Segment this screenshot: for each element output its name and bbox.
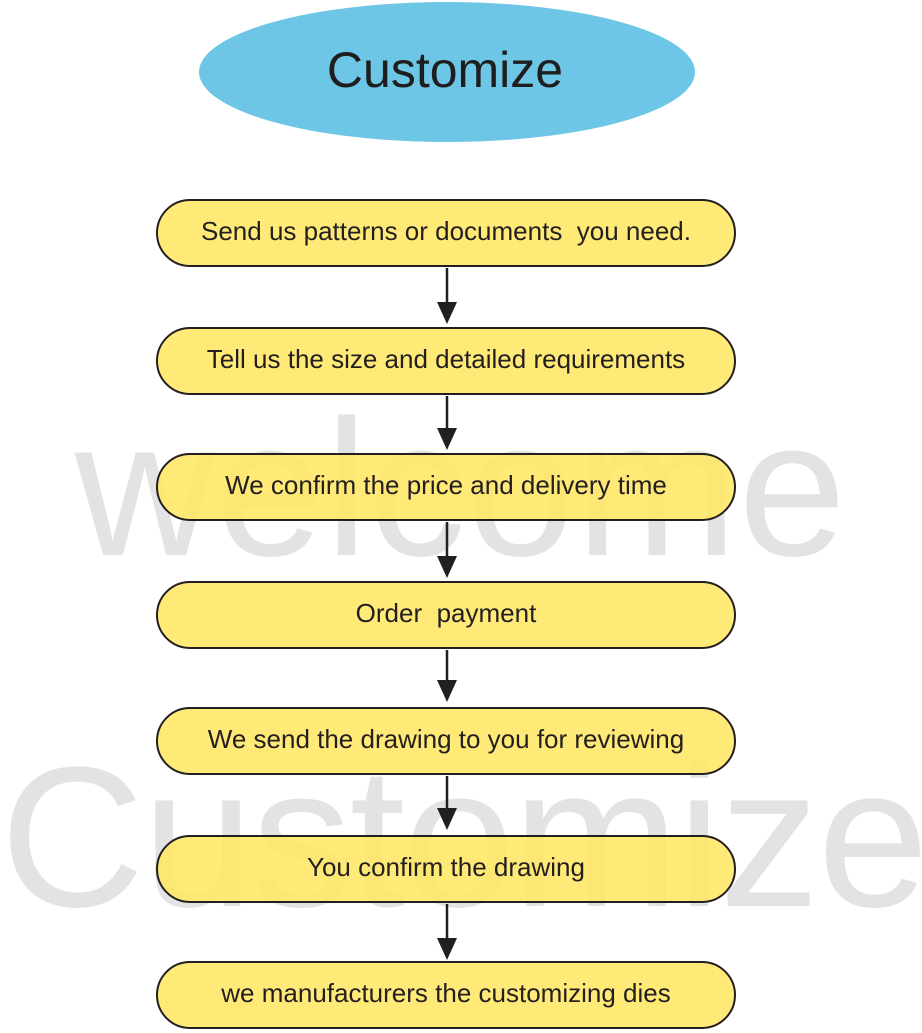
arrow-4 xyxy=(437,650,457,702)
page-title: Customize xyxy=(326,42,564,98)
arrow-3 xyxy=(437,522,457,578)
step-label: We send the drawing to you for reviewing xyxy=(207,723,685,754)
step-label: You confirm the drawing xyxy=(307,851,585,882)
step-label: Send us patterns or documents you need. xyxy=(201,215,691,246)
step-label: We confirm the price and delivery time xyxy=(225,469,667,500)
arrow-6 xyxy=(437,904,457,960)
step-send-drawing: We send the drawing to you for reviewing xyxy=(156,707,736,775)
arrow-2 xyxy=(437,396,457,450)
step-confirm-price: We confirm the price and delivery time xyxy=(156,453,736,521)
step-label: Order payment xyxy=(355,597,537,628)
title-ellipse: Customize xyxy=(199,2,695,142)
arrow-5 xyxy=(437,776,457,830)
step-label: Tell us the size and detailed requiremen… xyxy=(206,343,686,374)
step-tell-size: Tell us the size and detailed requiremen… xyxy=(156,327,736,395)
step-order-payment: Order payment xyxy=(156,581,736,649)
step-manufacture-dies: we manufacturers the customizing dies xyxy=(156,961,736,1029)
arrow-1 xyxy=(437,268,457,324)
step-send-patterns: Send us patterns or documents you need. xyxy=(156,199,736,267)
step-confirm-drawing: You confirm the drawing xyxy=(156,835,736,903)
step-label: we manufacturers the customizing dies xyxy=(221,977,671,1008)
